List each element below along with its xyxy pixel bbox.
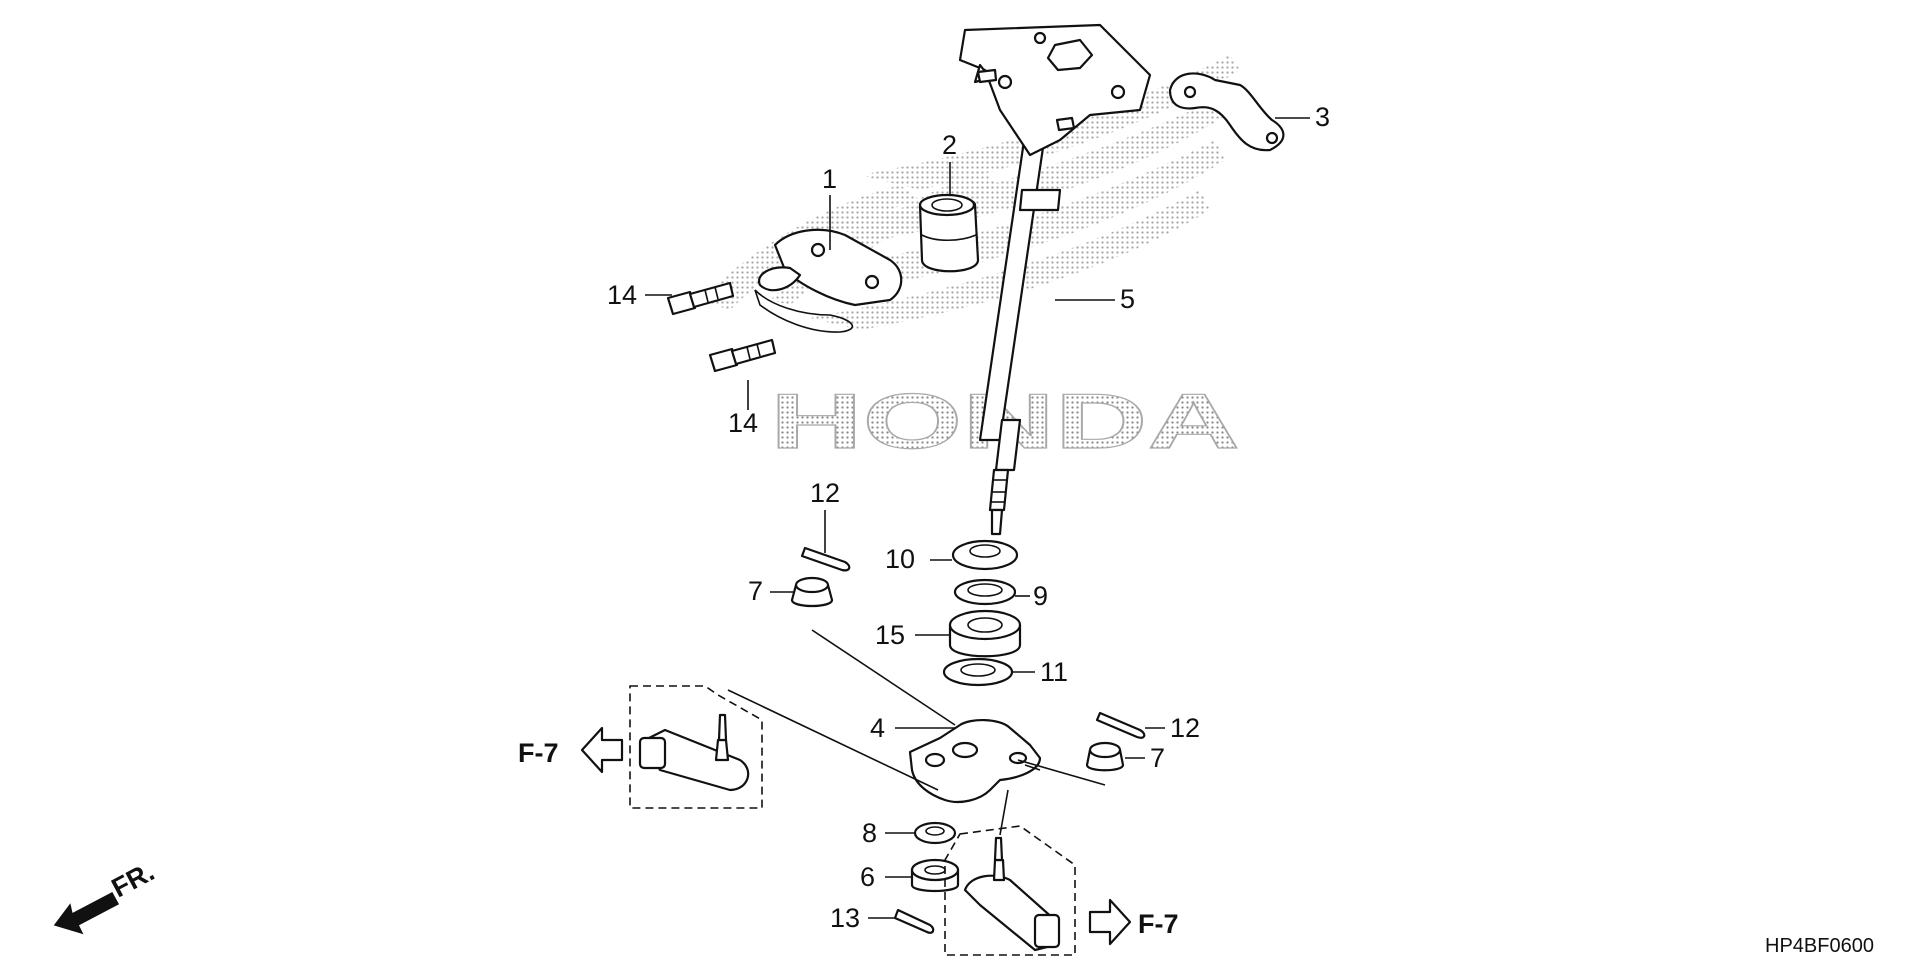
radial-ball-bearing xyxy=(948,609,1022,658)
callout-14-upper: 14 xyxy=(607,280,637,310)
lower-seal xyxy=(942,657,1014,687)
flange-bolt-lower xyxy=(708,338,777,373)
callout-14-lower: 14 xyxy=(728,408,758,438)
dust-seal xyxy=(953,578,1017,606)
callout-6: 6 xyxy=(860,862,875,892)
callout-11: 11 xyxy=(1040,657,1068,687)
steering-shaft-upper-plate xyxy=(958,23,1152,157)
callout-7-upper: 7 xyxy=(748,576,763,606)
cotter-pin-upper xyxy=(800,546,851,572)
reference-left-label: F-7 xyxy=(518,738,559,768)
shaft-clamp xyxy=(1168,72,1285,152)
hex-nut xyxy=(910,858,960,893)
reference-left: F-7 xyxy=(518,726,624,774)
castle-nut-right xyxy=(1085,741,1125,772)
callout-15: 15 xyxy=(875,620,905,650)
washer xyxy=(913,821,957,845)
flange-bolt-upper xyxy=(666,281,735,316)
callout-12-upper: 12 xyxy=(810,478,840,508)
reference-right: F-7 xyxy=(1088,898,1179,946)
castle-nut-upper xyxy=(790,576,834,608)
steering-shaft xyxy=(978,98,1062,536)
callout-2: 2 xyxy=(942,130,957,160)
callout-10: 10 xyxy=(885,544,915,574)
shaft-holder xyxy=(754,228,903,333)
cotter-pin-lower xyxy=(893,908,935,934)
callout-9: 9 xyxy=(1033,581,1048,611)
callout-1: 1 xyxy=(822,164,837,194)
oil-seal xyxy=(951,539,1019,571)
callout-8: 8 xyxy=(862,818,877,848)
tie-rod-end-left xyxy=(629,685,763,809)
shaft-bushing xyxy=(918,193,980,273)
drawing-code: HP4BF0600 xyxy=(1765,935,1874,957)
callout-7-right: 7 xyxy=(1150,743,1165,773)
callout-leaders xyxy=(645,117,1310,919)
cotter-pin-right xyxy=(1095,711,1146,739)
callout-3: 3 xyxy=(1315,102,1330,132)
callout-12-right: 12 xyxy=(1170,713,1200,743)
reference-right-label: F-7 xyxy=(1138,909,1179,939)
assembly-lines xyxy=(727,629,1106,836)
callout-5: 5 xyxy=(1120,284,1135,314)
callout-4: 4 xyxy=(870,713,885,743)
callout-13: 13 xyxy=(830,903,860,933)
front-direction-indicator: FR. xyxy=(53,856,159,935)
tie-rod-end-right xyxy=(944,825,1076,956)
